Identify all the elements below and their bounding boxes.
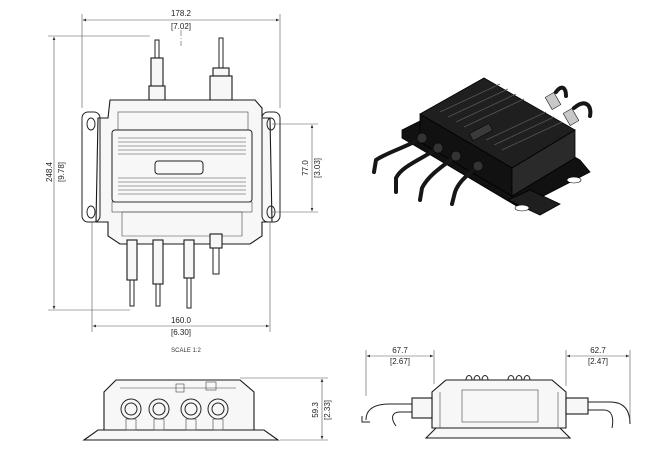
side-glands: [120, 381, 229, 431]
side-view: [82, 379, 280, 441]
dim-width-bottom-mm: 160.0: [171, 316, 192, 325]
rear-view: [361, 375, 631, 439]
mount-ear-right: [261, 111, 281, 223]
dim-width-top: 178.2 [7.02]: [81, 9, 281, 108]
side-body: [103, 379, 255, 431]
dim-rear-right-in: [2.47]: [588, 357, 608, 366]
isometric-view: [372, 77, 593, 216]
bottom-cables-front: [126, 233, 223, 309]
dim-width-bottom-in: [6.30]: [171, 328, 191, 337]
rear-base: [424, 427, 572, 439]
front-view: [81, 30, 281, 309]
top-connector-right: [209, 37, 233, 101]
dim-width-top-in: [7.02]: [171, 22, 191, 31]
scale-note: SCALE 1:2: [171, 348, 201, 354]
dim-width-top-mm: 178.2: [171, 9, 192, 18]
dim-rear-left: 67.7 [2.67]: [365, 346, 435, 396]
dim-width-bottom: 160.0 [6.30]: [91, 222, 271, 337]
dim-mount-right-in: [3.03]: [313, 158, 322, 178]
dim-side-height: 59.3 [2.33]: [240, 377, 332, 441]
iso-cables-front: [372, 132, 484, 206]
iso-body-side: [511, 129, 576, 197]
dim-rear-right-mm: 62.7: [590, 346, 606, 355]
dim-side-height-mm: 59.3: [311, 402, 320, 418]
rear-cables-right: [565, 397, 631, 429]
front-label-slot: [154, 160, 204, 175]
top-connector-left: [148, 39, 166, 101]
front-body-outline: [95, 99, 273, 245]
dim-height-left-in: [9.78]: [57, 162, 66, 182]
dim-rear-left-in: [2.67]: [390, 357, 410, 366]
dim-side-height-in: [2.33]: [323, 400, 332, 420]
iso-connectors-top: [544, 85, 593, 126]
dim-rear-right: 62.7 [2.47]: [565, 346, 631, 420]
side-base: [82, 429, 280, 441]
rear-cables-left: [361, 397, 433, 427]
dim-rear-left-mm: 67.7: [392, 346, 408, 355]
mount-ear-left: [81, 111, 101, 223]
dim-mount-right-mm: 77.0: [301, 160, 310, 176]
rear-body: [431, 379, 567, 429]
dim-height-left: 248.4 [9.78]: [45, 35, 150, 311]
dim-height-left-mm: 248.4: [45, 161, 54, 182]
dim-mount-right: 77.0 [3.03]: [272, 123, 322, 213]
